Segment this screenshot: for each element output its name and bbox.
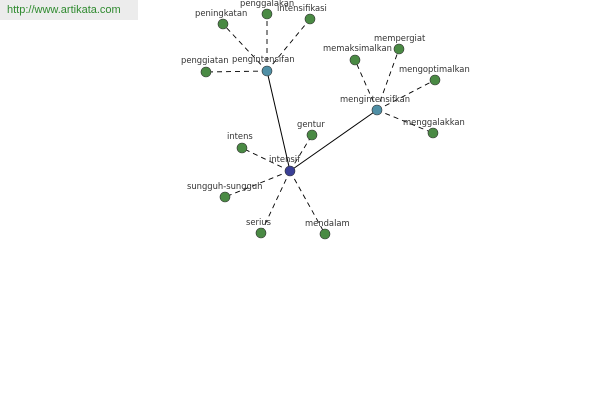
edge-intensif-gentur (289, 134, 313, 172)
label-gentur: gentur (297, 119, 325, 129)
node-pengintensifan[interactable] (261, 65, 273, 77)
edge-mengintensifkan-mempergiat (376, 48, 400, 111)
label-mengintensifkan: mengintensifkan (340, 94, 410, 104)
label-menggalakkan: menggalakkan (403, 117, 465, 127)
edge-pengintensifan-peningkatan (222, 23, 268, 72)
edges (205, 14, 436, 235)
label-penggiatan: penggiatan (181, 55, 229, 65)
node-memaksimalkan[interactable] (349, 54, 361, 66)
node-mengintensifkan[interactable] (371, 104, 383, 116)
label-memaksimalkan: memaksimalkan (323, 43, 392, 53)
node-intensifikasi[interactable] (304, 13, 316, 25)
node-penggalakan[interactable] (261, 8, 273, 20)
node-gentur[interactable] (306, 129, 318, 141)
label-intensif: intensif (269, 154, 301, 164)
edge-intensif-mengintensifkan (289, 109, 378, 172)
label-intens: intens (227, 131, 253, 141)
label-peningkatan: peningkatan (195, 8, 247, 18)
node-mengoptimalkan[interactable] (429, 74, 441, 86)
nodes (200, 8, 441, 240)
label-mengoptimalkan: mengoptimalkan (399, 64, 470, 74)
edge-pengintensifan-penggiatan (205, 70, 268, 73)
node-sungguh_sungguh[interactable] (219, 191, 231, 203)
node-serius[interactable] (255, 227, 267, 239)
label-intensifikasi: intensifikasi (277, 3, 327, 13)
edge-intensif-mendalam (289, 170, 326, 235)
node-penggiatan[interactable] (200, 66, 212, 78)
node-intens[interactable] (236, 142, 248, 154)
edge-pengintensifan-intensifikasi (266, 18, 311, 72)
labels: intensif pengintensifan mengintensifkan pen… (181, 0, 470, 228)
watermark-url: http://www.artikata.com (0, 0, 138, 20)
node-mempergiat[interactable] (393, 43, 405, 55)
edge-intensif-serius (260, 170, 291, 234)
edge-mengintensifkan-mengoptimalkan (376, 79, 436, 111)
node-peningkatan[interactable] (217, 18, 229, 30)
label-mendalam: mendalam (305, 218, 350, 228)
node-menggalakkan[interactable] (427, 127, 439, 139)
edge-mengintensifkan-memaksimalkan (354, 59, 378, 111)
node-intensif[interactable] (284, 165, 296, 177)
node-mendalam[interactable] (319, 228, 331, 240)
label-sungguh_sungguh: sungguh-sungguh (187, 181, 262, 191)
edge-intensif-sungguh_sungguh (224, 170, 291, 198)
edge-mengintensifkan-menggalakkan (376, 109, 434, 134)
label-pengintensifan: pengintensifan (232, 54, 295, 64)
label-mempergiat: mempergiat (374, 33, 426, 43)
edge-intensif-pengintensifan (266, 70, 291, 172)
label-penggalakan: penggalakan (240, 0, 294, 8)
label-serius: serius (246, 217, 271, 227)
